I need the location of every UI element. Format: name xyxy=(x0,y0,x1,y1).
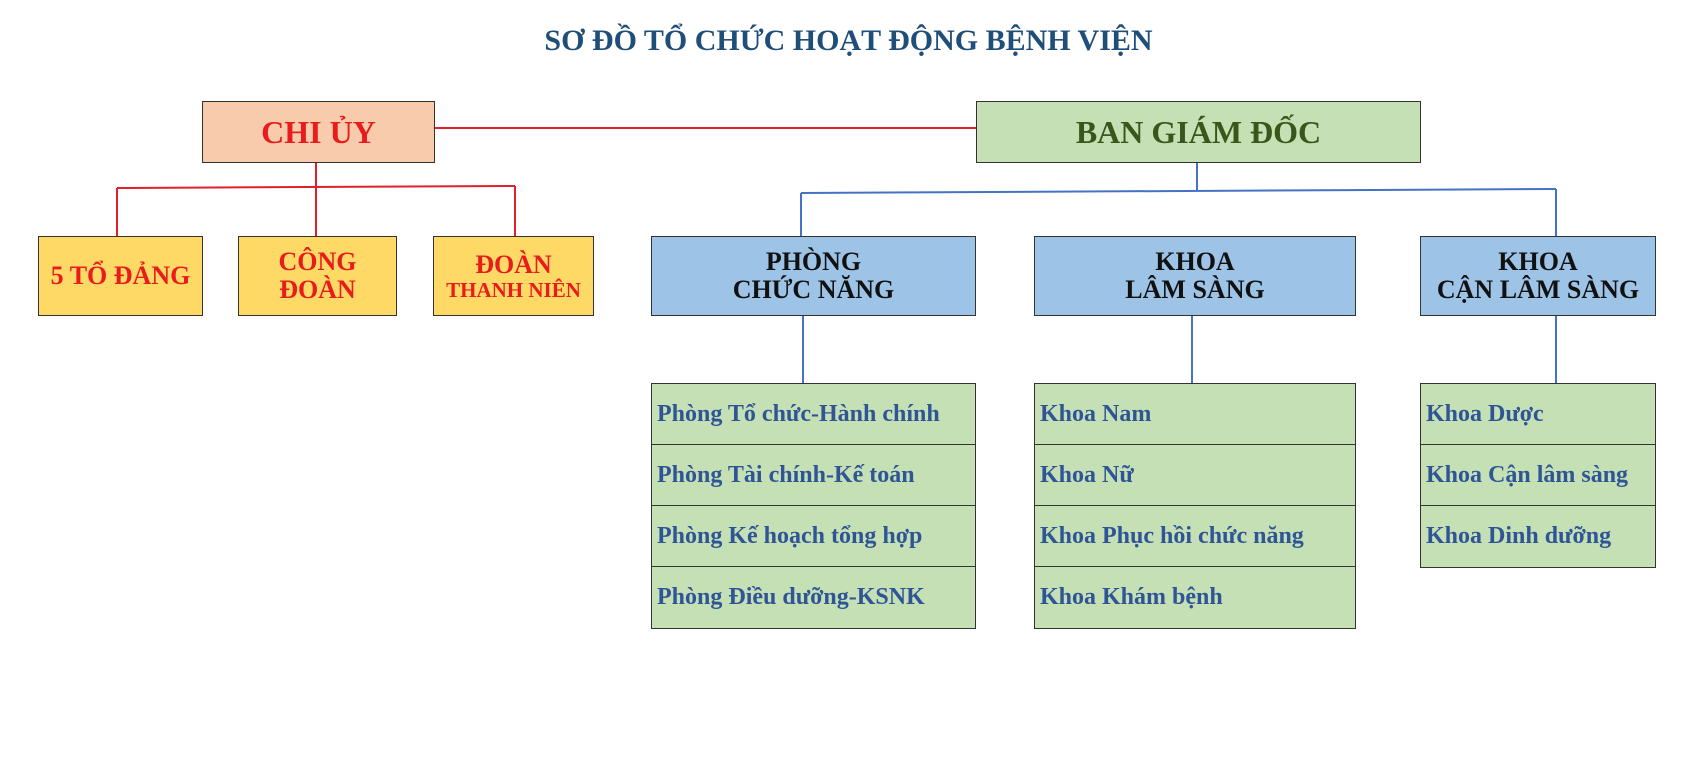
unit-item: Khoa Nam xyxy=(1035,384,1355,445)
functional-departments-line2: CHỨC NĂNG xyxy=(732,275,895,304)
clinical-departments-box: KHOA LÂM SÀNG xyxy=(1034,236,1356,316)
clinical-departments-line1: KHOA xyxy=(1155,246,1235,276)
trade-union-line1: CÔNG xyxy=(278,246,357,276)
youth-union-line2: THANH NIÊN xyxy=(446,277,581,302)
unit-item: Phòng Kế hoạch tổng hợp xyxy=(652,506,975,567)
chi-uy-box: CHI ỦY xyxy=(202,101,435,163)
clinical-departments-list: Khoa Nam Khoa Nữ Khoa Phục hồi chức năng… xyxy=(1034,383,1356,629)
youth-union-line1: ĐOÀN xyxy=(475,249,552,279)
functional-departments-list: Phòng Tổ chức-Hành chính Phòng Tài chính… xyxy=(651,383,976,629)
trade-union-line2: ĐOÀN xyxy=(279,275,356,304)
paraclinical-departments-box: KHOA CẬN LÂM SÀNG xyxy=(1420,236,1656,316)
chart-title: SƠ ĐỒ TỔ CHỨC HOẠT ĐỘNG BỆNH VIỆN xyxy=(544,24,1153,57)
management-connector-lines xyxy=(800,163,1557,383)
functional-departments-box: PHÒNG CHỨC NĂNG xyxy=(651,236,976,316)
chi-uy-label: CHI ỦY xyxy=(261,113,376,150)
party-connector-lines xyxy=(116,127,976,236)
trade-union-box: CÔNG ĐOÀN xyxy=(238,236,397,316)
youth-union-box: ĐOÀN THANH NIÊN xyxy=(433,236,594,316)
line-party-bus xyxy=(116,185,516,189)
unit-item: Phòng Tài chính-Kế toán xyxy=(652,445,975,506)
party-cells-box: 5 TỔ ĐẢNG xyxy=(38,236,203,316)
unit-item: Khoa Phục hồi chức năng xyxy=(1035,506,1355,567)
party-cells-label: 5 TỔ ĐẢNG xyxy=(50,260,191,290)
line-division-bus xyxy=(800,188,1557,194)
unit-item: Khoa Khám bệnh xyxy=(1040,584,1223,610)
unit-item: Khoa Nữ xyxy=(1035,445,1355,506)
unit-item: Khoa Cận lâm sàng xyxy=(1421,445,1655,506)
paraclinical-departments-line2: CẬN LÂM SÀNG xyxy=(1436,275,1640,304)
clinical-departments-line2: LÂM SÀNG xyxy=(1125,275,1265,304)
paraclinical-departments-list: Khoa Dược Khoa Cận lâm sàng Khoa Dinh dư… xyxy=(1420,383,1656,568)
functional-departments-line1: PHÒNG xyxy=(765,246,862,276)
board-of-directors-label: BAN GIÁM ĐỐC xyxy=(1075,113,1322,150)
unit-item: Phòng Tổ chức-Hành chính xyxy=(652,384,975,445)
unit-item: Phòng Điều dưỡng-KSNK xyxy=(657,584,925,610)
paraclinical-departments-line1: KHOA xyxy=(1498,246,1578,276)
board-of-directors-box: BAN GIÁM ĐỐC xyxy=(976,101,1421,163)
unit-item: Khoa Dược xyxy=(1421,384,1655,445)
unit-item: Khoa Dinh dưỡng xyxy=(1426,523,1612,549)
